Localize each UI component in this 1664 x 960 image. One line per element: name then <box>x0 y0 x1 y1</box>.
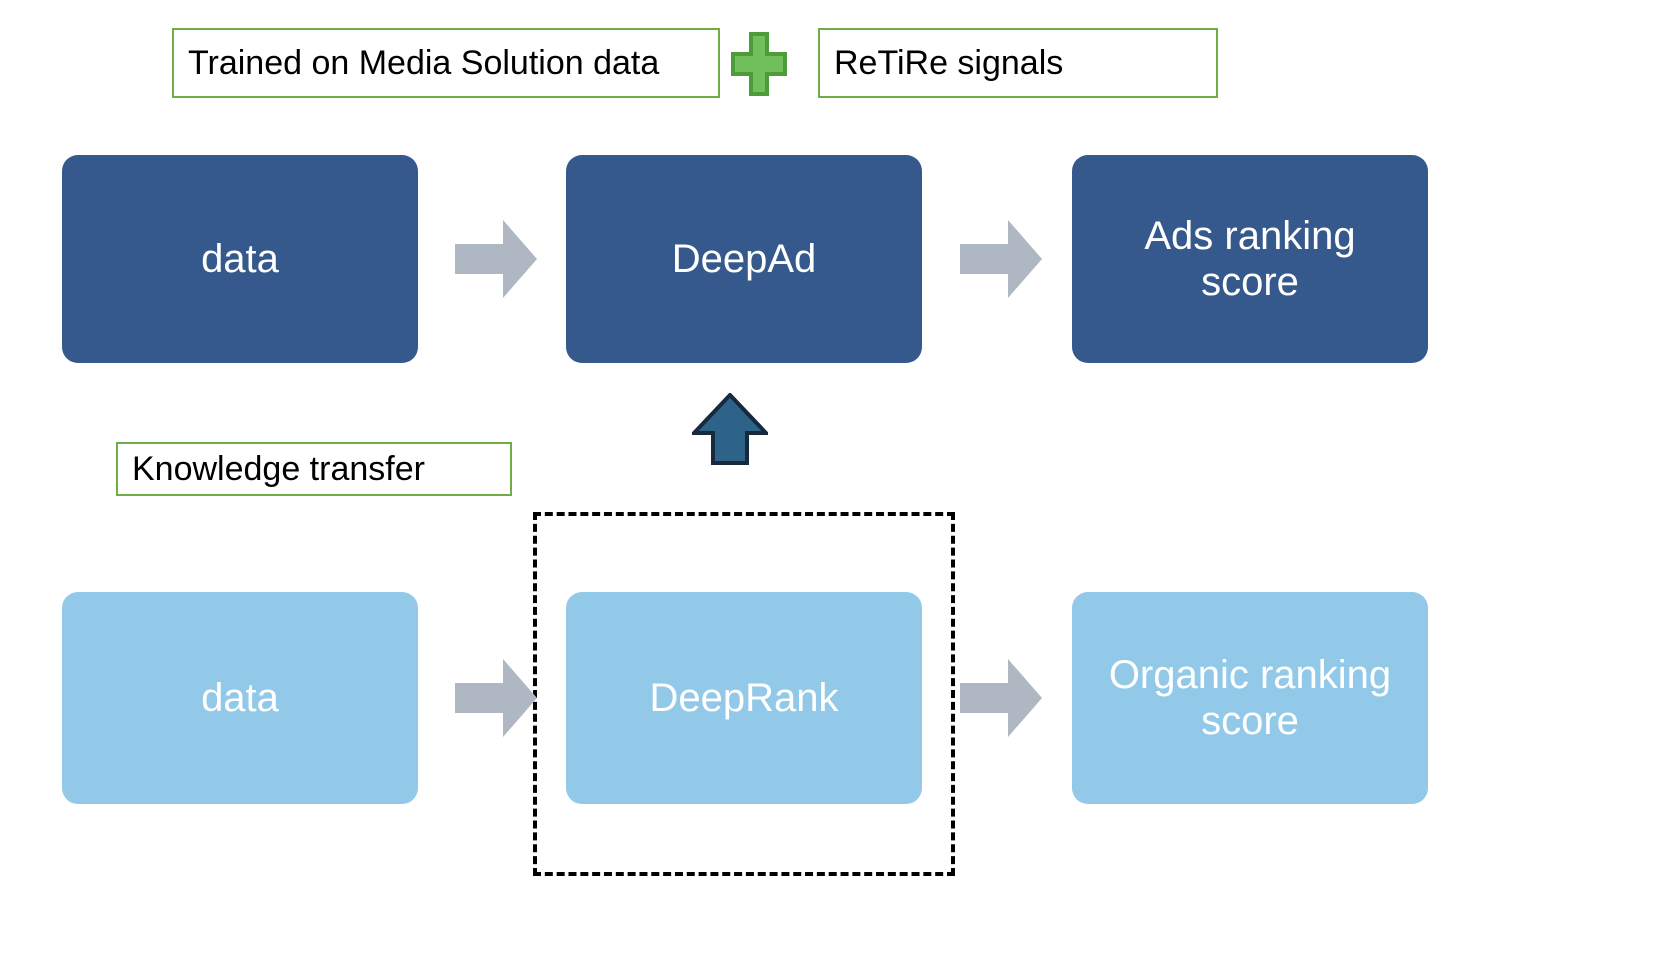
annotation-label-retire: ReTiRe signals <box>834 44 1064 82</box>
annotation-knowledge-transfer: Knowledge transfer <box>116 442 512 496</box>
node-label-organic-ranking-score-line1: Organic ranking <box>1108 653 1392 697</box>
node-label-deeprank: DeepRank <box>649 676 839 720</box>
node-organic-data[interactable]: data <box>62 592 418 804</box>
node-ads-ranking-score[interactable]: Ads ranking score <box>1072 155 1428 363</box>
node-label-ads-ranking-score-line2: score <box>1201 260 1299 304</box>
annotation-label-trained-on: Trained on Media Solution data <box>188 44 660 82</box>
annotation-label-knowledge-transfer: Knowledge transfer <box>132 450 425 488</box>
node-deeprank[interactable]: DeepRank <box>566 592 922 804</box>
node-label-organic-ranking-score-line2: score <box>1201 699 1299 743</box>
node-organic-ranking-score[interactable]: Organic ranking score <box>1072 592 1428 804</box>
right-arrow-icon-organic-2 <box>960 659 1042 737</box>
node-label-organic-data: data <box>201 676 279 720</box>
dashed-group-box <box>533 512 955 876</box>
node-label-deepad: DeepAd <box>671 237 817 281</box>
right-arrow-icon-organic-1 <box>455 659 537 737</box>
annotation-trained-on-media-solution-data: Trained on Media Solution data <box>172 28 720 98</box>
annotation-retire-signals: ReTiRe signals <box>818 28 1218 98</box>
node-ads-data[interactable]: data <box>62 155 418 363</box>
node-label-ads-ranking-score-line1: Ads ranking <box>1144 214 1356 258</box>
right-arrow-icon-ads-1 <box>455 220 537 298</box>
plus-icon <box>730 30 788 98</box>
right-arrow-icon-ads-2 <box>960 220 1042 298</box>
up-arrow-icon <box>689 392 771 465</box>
node-deepad[interactable]: DeepAd <box>566 155 922 363</box>
node-label-ads-data: data <box>201 237 279 281</box>
